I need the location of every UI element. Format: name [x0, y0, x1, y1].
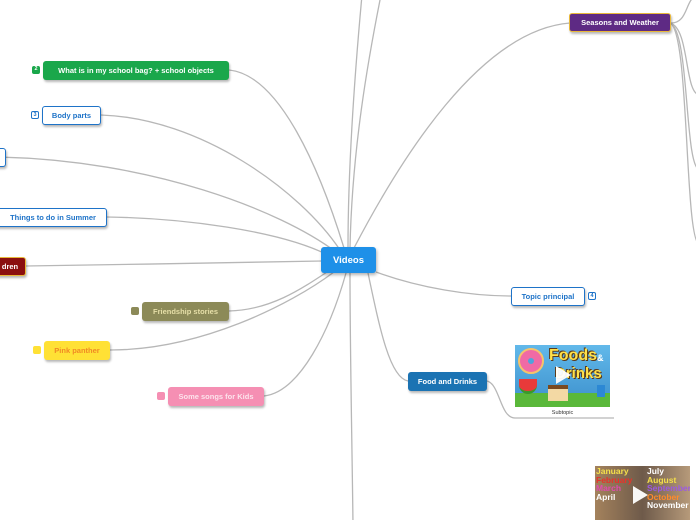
link-left-offscreen: [0, 157, 336, 252]
cup-icon: [597, 385, 605, 397]
topic-label: Food and Drinks: [418, 377, 477, 386]
topic-songs-for-kids[interactable]: Some songs for Kids: [168, 387, 264, 406]
subtopic-caption: Subtopic: [515, 410, 610, 416]
month-label: November: [647, 501, 690, 510]
link-summer: [107, 217, 330, 256]
topic-offscreen-left[interactable]: [0, 148, 6, 167]
topic-children[interactable]: dren: [0, 257, 26, 276]
center-topic-videos[interactable]: Videos: [321, 247, 376, 273]
badge-count: 3: [31, 111, 39, 119]
subtopic-video-thumbnail[interactable]: Foods & Drinks: [515, 345, 610, 407]
link-children: [26, 261, 322, 266]
topic-label: Body parts: [52, 111, 91, 120]
topic-principal[interactable]: Topic principal: [511, 287, 585, 306]
topic-label: dren: [2, 262, 18, 271]
link-seasons-right-4: [670, 23, 696, 245]
art-word-foods: Foods: [549, 348, 597, 364]
left-months: January February March April: [596, 467, 632, 501]
badge-marker: [157, 392, 165, 400]
topic-label: Some songs for Kids: [178, 392, 253, 401]
link-seasons: [354, 23, 570, 248]
badge-count: 2: [32, 66, 40, 74]
topic-body-parts[interactable]: Body parts: [42, 106, 101, 125]
link-bottom: [350, 273, 353, 520]
topic-label: Topic principal: [522, 292, 575, 301]
link-schoolbag: [229, 70, 344, 248]
play-icon: [556, 366, 571, 384]
topic-label: Pink panther: [54, 346, 99, 355]
topic-label: Seasons and Weather: [581, 18, 659, 27]
badge-count: 4: [588, 292, 596, 300]
badge-marker: [131, 307, 139, 315]
topic-seasons-and-weather[interactable]: Seasons and Weather: [569, 13, 671, 32]
center-topic-label: Videos: [333, 255, 364, 266]
months-video-thumbnail[interactable]: January February March April July August…: [595, 466, 690, 520]
topic-food-and-drinks[interactable]: Food and Drinks: [408, 372, 487, 391]
link-bodyparts: [101, 115, 340, 250]
topic-label: Things to do in Summer: [10, 213, 96, 222]
badge-marker: [33, 346, 41, 354]
right-months: July August September October November: [647, 467, 690, 510]
topic-pink-panther[interactable]: Pink panther: [44, 341, 110, 360]
link-food: [368, 273, 408, 381]
topic-label: Friendship stories: [153, 307, 218, 316]
art-word-and: &: [597, 354, 604, 363]
month-label: April: [596, 493, 632, 502]
cake-icon: [548, 385, 568, 401]
donut-icon: [518, 348, 544, 374]
topic-friendship-stories[interactable]: Friendship stories: [142, 302, 229, 321]
link-topic: [376, 272, 511, 296]
link-seasons-right-1: [670, 0, 696, 23]
topic-school-bag[interactable]: What is in my school bag? + school objec…: [43, 61, 229, 80]
play-icon: [633, 486, 648, 504]
link-top-2: [350, 0, 381, 248]
topic-things-to-do-in-summer[interactable]: Things to do in Summer: [0, 208, 107, 227]
topic-label: What is in my school bag? + school objec…: [58, 66, 214, 75]
